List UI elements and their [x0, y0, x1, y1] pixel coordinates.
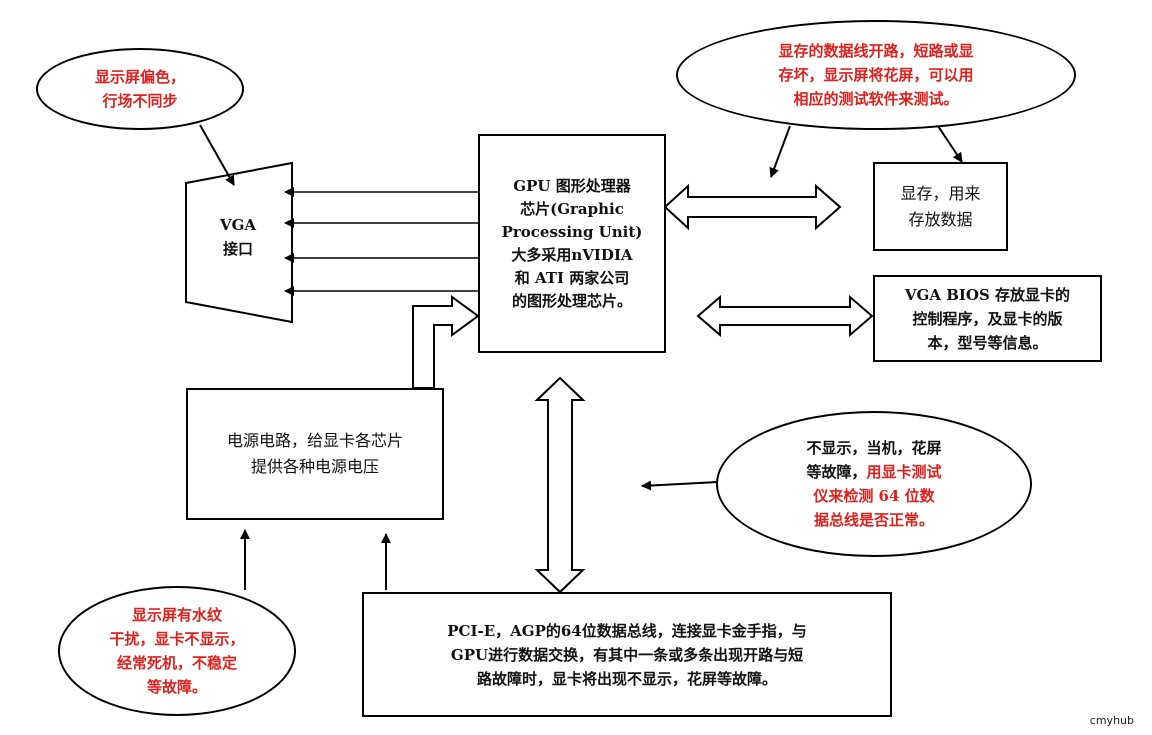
vga-fault-note: 显示屏偏色， 行场不同步 — [36, 48, 244, 130]
pcie-bus-box: PCI-E，AGP的64位数据总线，连接显卡金手指，与 GPU进行数据交换，有其… — [362, 592, 892, 717]
bus-fault-pointer — [641, 480, 719, 491]
gpu-vram-bus-arrow — [663, 183, 842, 231]
vram-fault-pointer-left — [769, 125, 791, 178]
bus-fault-note-text-red-1: 用显卡测试 — [866, 463, 942, 481]
vram-fault-pointer-right — [937, 125, 963, 163]
vram-box: 显存，用来 存放数据 — [873, 162, 1008, 251]
vga-bios-box: VGA BIOS 存放显卡的 控制程序，及显卡的版 本，型号等信息。 — [873, 275, 1102, 362]
vram-fault-note: 显存的数据线开路，短路或显 存坏，显示屏将花屏，可以用 相应的测试软件来测试。 — [676, 20, 1076, 130]
power-fault-note: 显示屏有水纹 干扰，显卡不显示， 经常死机，不稳定 等故障。 — [58, 586, 296, 716]
gpu-pcie-bus-arrow — [534, 376, 586, 594]
power-circuit-box: 电源电路，给显卡各芯片 提供各种电源电压 — [186, 388, 444, 520]
bus-fault-note-text-black: 不显示，当机，花屏 等故障， — [806, 439, 942, 481]
vga-port-label: VGA 接口 — [219, 216, 257, 258]
watermark: cmyhub — [1089, 714, 1134, 727]
bus-fault-note-text-red-2: 仪来检测 64 位数 据总线是否正常。 — [813, 487, 935, 529]
power-to-gpu-arrow — [412, 295, 480, 389]
bus-fault-note: 不显示，当机，花屏 等故障，用显卡测试 仪来检测 64 位数 据总线是否正常。 — [716, 411, 1032, 557]
vga-fault-pointer — [199, 124, 235, 186]
gpu-bios-bus-arrow — [696, 294, 874, 338]
gpu-chip-box: GPU 图形处理器 芯片(Graphic Processing Unit) 大多… — [478, 134, 666, 353]
vga-port-shape — [185, 161, 293, 324]
